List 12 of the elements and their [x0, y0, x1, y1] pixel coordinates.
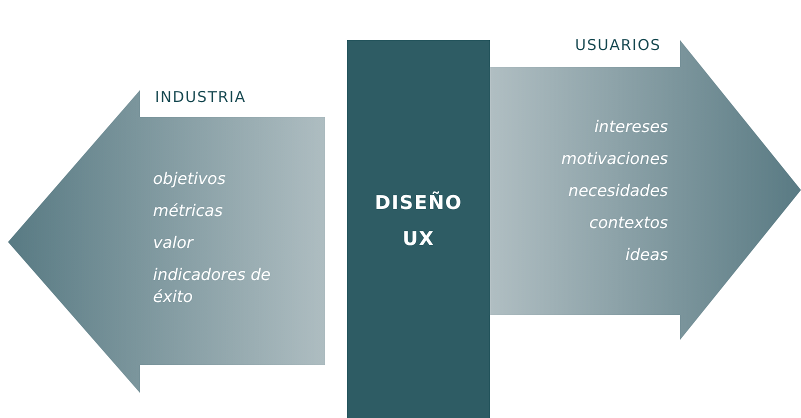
heading-text: USUARIOS	[575, 36, 661, 54]
center-title: DISEÑO UX	[374, 190, 464, 252]
list-item: valor	[153, 232, 195, 254]
list-item: intereses	[593, 116, 668, 138]
list-item: motivaciones	[560, 148, 668, 170]
heading-text: INDUSTRIA	[155, 88, 246, 106]
list-item: necesidades	[567, 180, 668, 202]
list-item: contextos	[588, 212, 668, 234]
list-item: indicadores de éxito	[153, 264, 272, 308]
list-item: ideas	[624, 244, 668, 266]
list-item: métricas	[153, 200, 224, 222]
list-item: objetivos	[153, 168, 227, 190]
